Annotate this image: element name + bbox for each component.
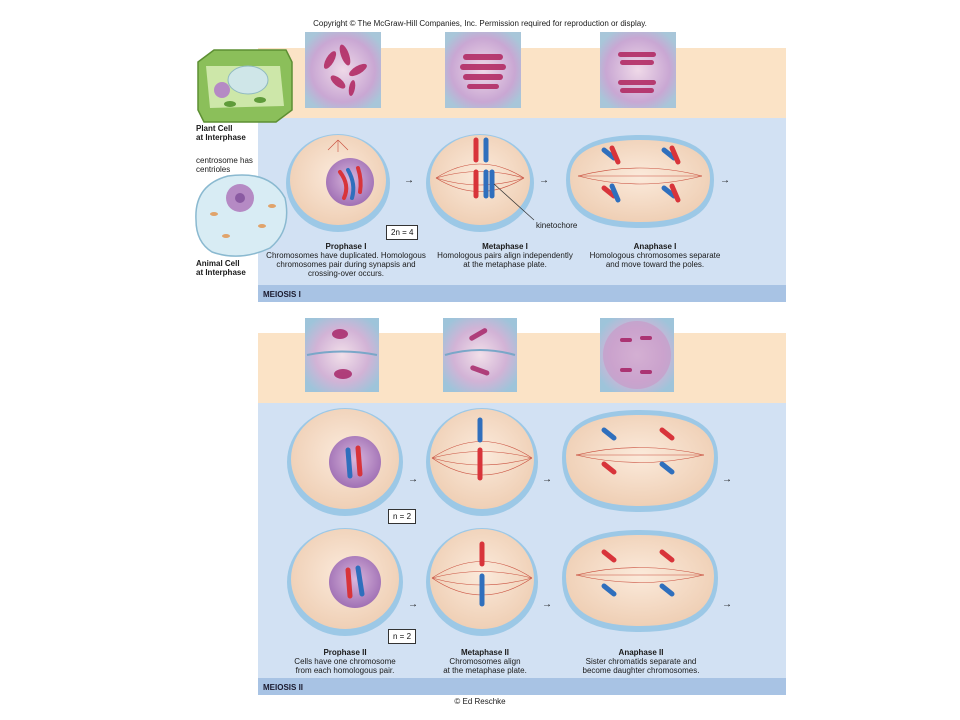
- copyright-notice: Copyright © The McGraw-Hill Companies, I…: [313, 19, 647, 28]
- plant-cell-label: Plant Cell: [196, 124, 233, 133]
- animal-cell-illustration: [195, 174, 288, 257]
- plant-cell-illustration: [197, 49, 293, 123]
- meiosis-1-label-band: [258, 285, 786, 302]
- arrow-icon: →: [408, 474, 418, 485]
- micrograph-prophase-1: [305, 32, 381, 108]
- cell-prophase-1: [286, 134, 390, 232]
- meiosis-2-label-band: [258, 678, 786, 695]
- cell-anaphase-2-a: [562, 410, 718, 512]
- cell-metaphase-2-a: [426, 408, 538, 516]
- cell-prophase-2-b: [287, 528, 403, 636]
- arrow-icon: →: [542, 599, 552, 610]
- arrow-icon: →: [720, 175, 730, 186]
- cell-metaphase-1: [426, 134, 535, 232]
- micrograph-metaphase-1: [445, 32, 521, 108]
- arrow-icon: →: [722, 599, 732, 610]
- micrograph-prophase-2: [305, 318, 379, 392]
- arrow-icon: →: [539, 175, 549, 186]
- centrosome-note-line-2: centrioles: [196, 165, 231, 174]
- cell-anaphase-2-b: [562, 530, 718, 632]
- arrow-icon: →: [542, 474, 552, 485]
- meiosis-1-label: MEIOSIS I: [263, 290, 301, 299]
- meiosis-2-label: MEIOSIS II: [263, 683, 304, 692]
- kinetochore-label: kinetochore: [536, 221, 578, 230]
- ploidy-chip-meiosis-1: 2n = 4: [386, 225, 419, 240]
- animal-cell-label: Animal Cell: [196, 259, 240, 268]
- ploidy-chip-meiosis-2-b: n = 2: [388, 629, 417, 644]
- kinetochore-leader-line: [493, 183, 535, 221]
- photo-credit: © Ed Reschke: [454, 697, 506, 706]
- centrosome-note-line-1: centrosome has: [196, 156, 253, 165]
- arrow-icon: →: [404, 175, 414, 186]
- micrograph-anaphase-2: [600, 318, 674, 392]
- arrow-icon: →: [722, 474, 732, 485]
- animal-cell-sublabel: at Interphase: [196, 268, 246, 277]
- plant-cell-sublabel: at Interphase: [196, 133, 246, 142]
- arrow-icon: →: [408, 599, 418, 610]
- cell-anaphase-1: [566, 135, 714, 228]
- ploidy-chip-meiosis-2-a: n = 2: [388, 509, 417, 524]
- micrograph-anaphase-1: [600, 32, 676, 108]
- cell-metaphase-2-b: [426, 528, 538, 636]
- cell-prophase-2-a: [287, 408, 403, 516]
- micrograph-metaphase-2: [443, 318, 517, 392]
